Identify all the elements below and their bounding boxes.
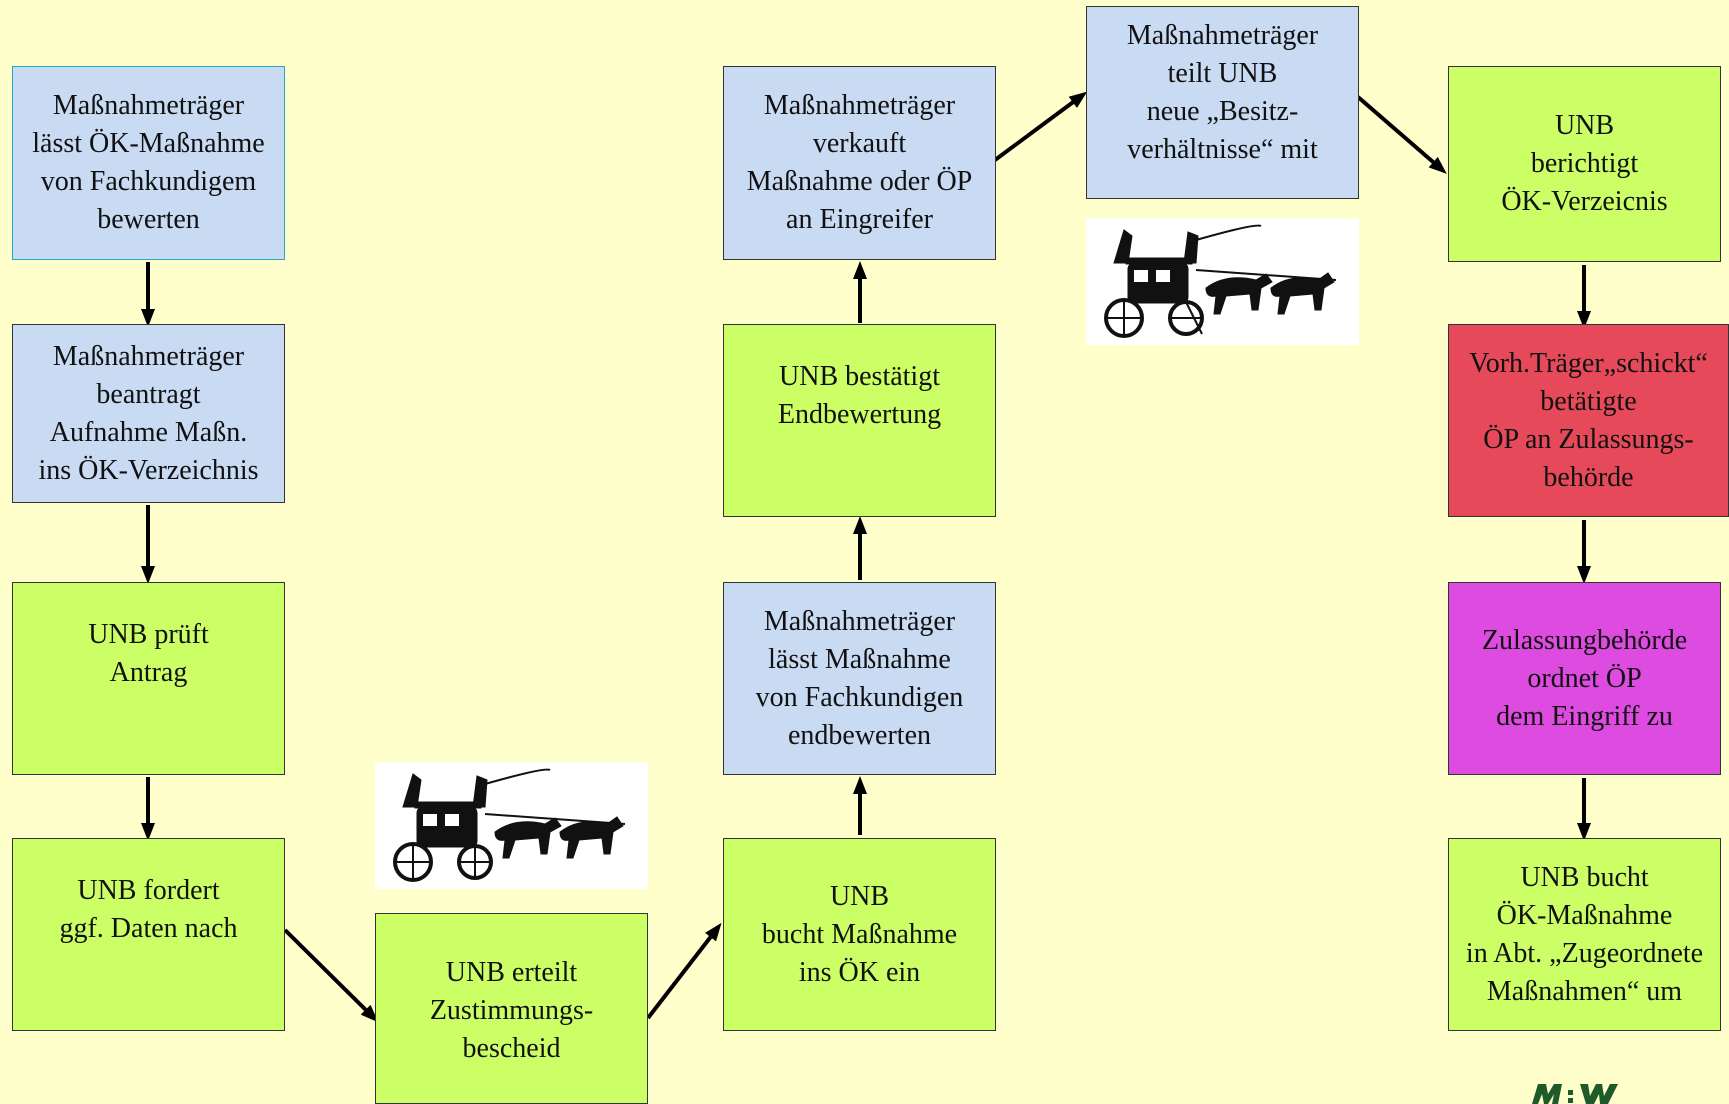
arrow-b9-b10 bbox=[993, 91, 1088, 162]
arrow-b10-b11 bbox=[1356, 95, 1447, 174]
step-unb-requests-data: UNB fordert ggf. Daten nach bbox=[12, 838, 285, 1031]
mlw-logo-icon bbox=[1528, 1082, 1648, 1104]
stagecoach-icon-top bbox=[1086, 218, 1359, 345]
step-unb-checks: UNB prüft Antrag bbox=[12, 582, 285, 775]
step-final-evaluation: Maßnahmeträger lässt Maßnahme von Fachku… bbox=[723, 582, 996, 775]
step-unb-approval: UNB erteilt Zustimmungs- bescheid bbox=[375, 913, 648, 1104]
stagecoach-icon bbox=[375, 762, 648, 889]
arrow-b5-b6 bbox=[646, 922, 722, 1020]
step-assess-measure: Maßnahmeträger lässt ÖK-Maßnahme von Fac… bbox=[12, 66, 285, 260]
step-unb-books-measure: UNB bucht Maßnahme ins ÖK ein bbox=[723, 838, 996, 1031]
step-authority-assigns: Zulassungbehörde ordnet ÖP dem Eingriff … bbox=[1448, 582, 1721, 775]
arrow-b4-b5 bbox=[283, 928, 379, 1023]
step-send-to-authority: Vorh.Träger„schickt“ betätigte ÖP an Zul… bbox=[1448, 324, 1729, 517]
step-sell-measure: Maßnahmeträger verkauft Maßnahme oder ÖP… bbox=[723, 66, 996, 260]
step-apply-registration: Maßnahmeträger beantragt Aufnahme Maßn. … bbox=[12, 324, 285, 503]
step-unb-rebooks: UNB bucht ÖK-Maßnahme in Abt. „Zugeordne… bbox=[1448, 838, 1721, 1031]
step-unb-corrects-register: UNB berichtigt ÖK-Verzeicnis bbox=[1448, 66, 1721, 262]
step-unb-confirms-evaluation: UNB bestätigt Endbewertung bbox=[723, 324, 996, 517]
step-report-ownership: Maßnahmeträger teilt UNB neue „Besitz- v… bbox=[1086, 6, 1359, 199]
